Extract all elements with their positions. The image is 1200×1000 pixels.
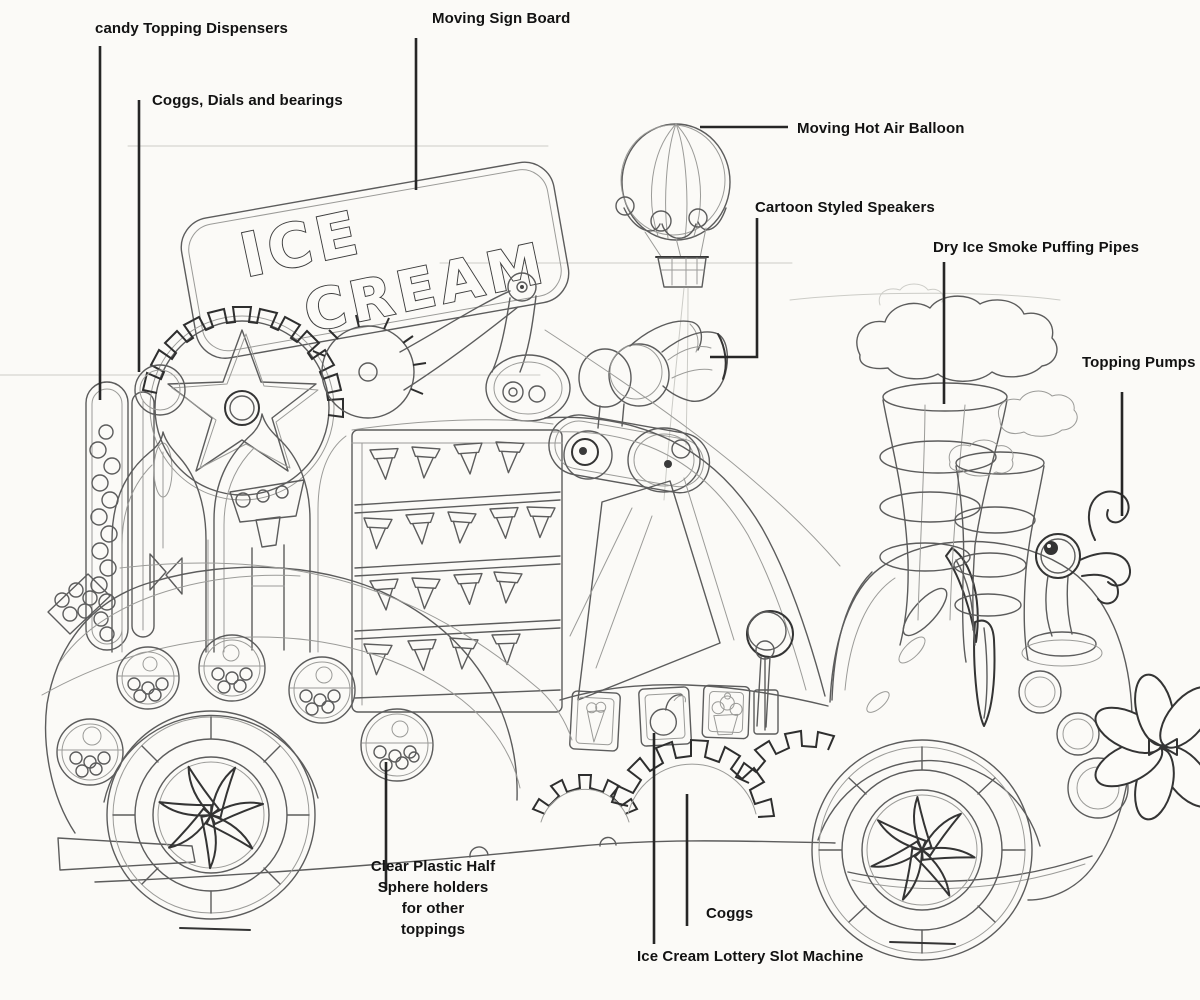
label-moving-sign-board: Moving Sign Board xyxy=(432,10,571,27)
dry-ice-pipes-drawing xyxy=(856,283,1078,663)
candy-dispenser-tubes-drawing xyxy=(47,381,173,651)
label-ice-cream-lottery-slot-machine: Ice Cream Lottery Slot Machine xyxy=(637,948,864,965)
arched-windows-drawing xyxy=(111,413,347,653)
cone-shelf-unit-drawing xyxy=(351,429,563,713)
slot-machine-drawing xyxy=(569,640,779,752)
gears-dials-bearings-drawing xyxy=(134,290,519,501)
page-scan-artifacts xyxy=(0,145,1061,376)
label-coggs-dials-bearings: Coggs, Dials and bearings xyxy=(152,92,343,109)
hot-air-balloon-drawing xyxy=(615,123,731,501)
fan-flower-drawing xyxy=(1087,669,1200,825)
label-moving-hot-air-balloon: Moving Hot Air Balloon xyxy=(797,120,965,137)
cartoon-speakers-drawing xyxy=(578,320,729,429)
label-dry-ice-smoke-puffing-pipes: Dry Ice Smoke Puffing Pipes xyxy=(933,239,1140,256)
label-topping-pumps: Topping Pumps xyxy=(1082,354,1196,371)
sign-board-drawing: ICE CREAM xyxy=(180,161,571,422)
cab-windshield-drawing xyxy=(351,329,841,728)
topping-pump-drawing xyxy=(1021,490,1132,667)
bottom-coggs-drawing xyxy=(469,729,836,858)
half-sphere-holders-drawing xyxy=(56,634,434,786)
pulley-belt-housing-drawing xyxy=(548,414,711,494)
front-wheel-drawing xyxy=(106,710,316,931)
label-candy-topping-dispensers: candy Topping Dispensers xyxy=(95,20,288,37)
rear-body-drawing xyxy=(817,540,1133,901)
front-fender-drawing xyxy=(41,562,836,883)
label-cartoon-styled-speakers: Cartoon Styled Speakers xyxy=(755,199,935,216)
rear-wheel-drawing xyxy=(811,739,1033,961)
ice-cream-cones xyxy=(361,441,556,677)
annotation-leader-lines xyxy=(98,38,1124,944)
label-clear-plastic-half-sphere-holders: Clear Plastic Half Sphere holders for ot… xyxy=(370,858,496,938)
label-coggs: Coggs xyxy=(706,905,754,922)
leader-speakers xyxy=(710,218,759,359)
